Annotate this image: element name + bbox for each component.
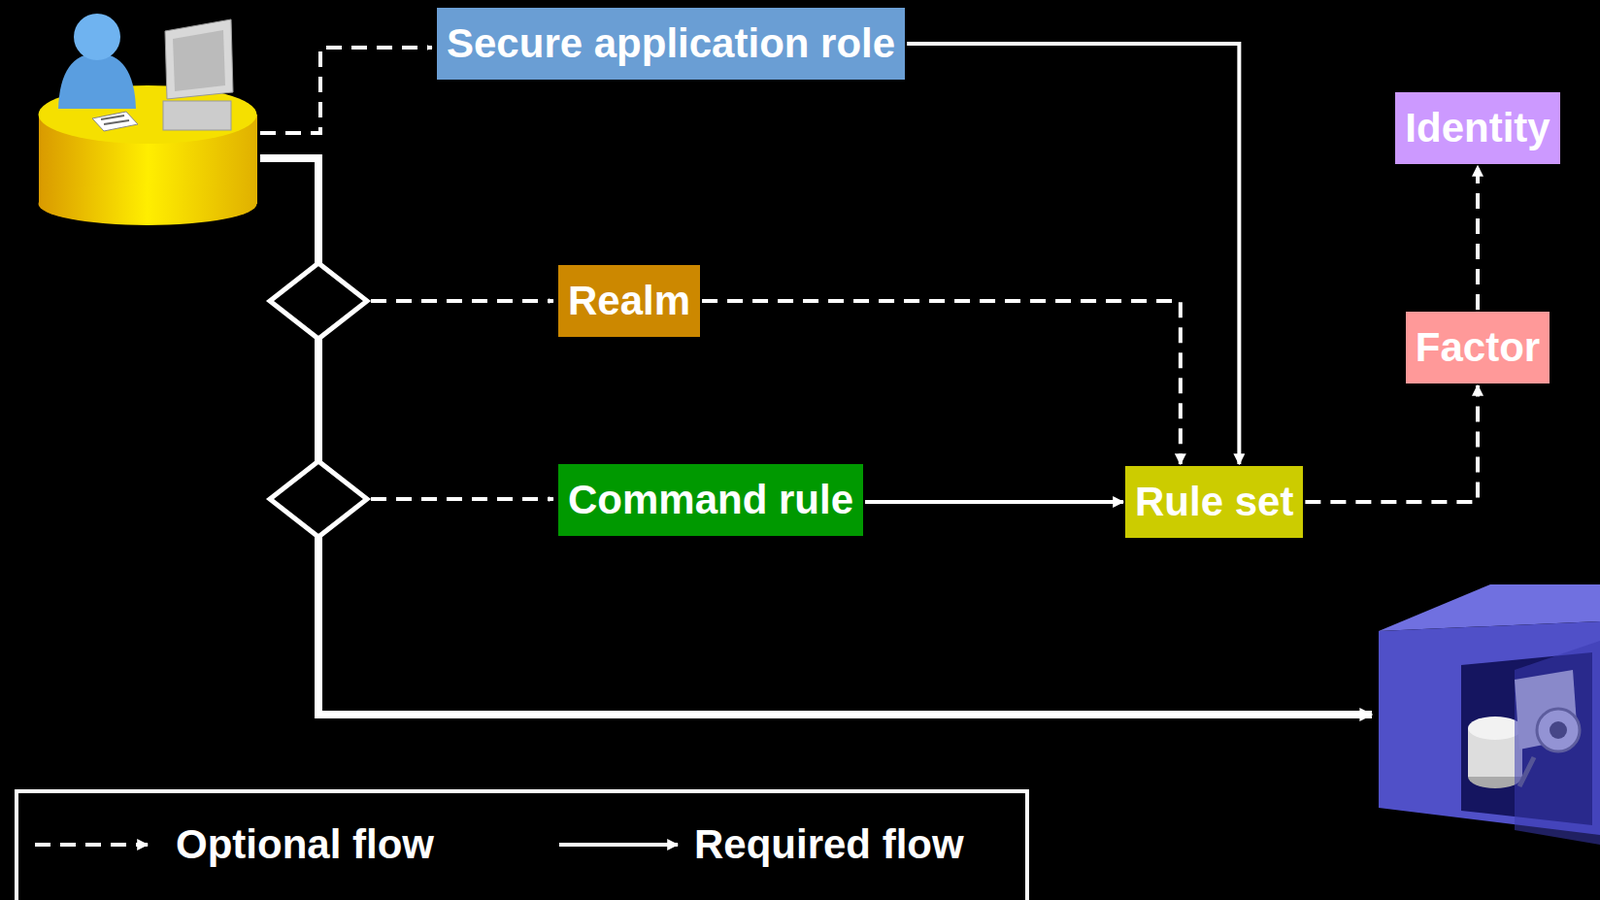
process-box: Identity [1395,92,1560,165]
required-flow-connector [906,43,1239,465]
legend-label: Optional flow [175,821,434,868]
safe-cylinder [1467,716,1523,740]
process-box: Command rule [558,464,864,536]
box-label: Factor [1415,327,1540,368]
safe-door [1514,640,1600,845]
legend-label: Required flow [694,821,965,868]
optional-flow-line [260,47,433,134]
legend-entry: Optional flow [175,815,434,874]
legend-entry: Required flow [694,815,965,874]
box-label: Identity [1404,107,1550,149]
person-body [58,53,136,109]
safe-icon [1378,584,1600,845]
optional-flow-connector [1304,385,1478,502]
process-box: Realm [558,265,700,337]
required-flow-connector [865,500,1124,504]
decision-diamond [269,263,367,339]
person-head [73,13,121,61]
computer-base [163,100,232,131]
optional-flow-line [370,299,554,303]
box-label: Realm [567,280,691,322]
box-label: Rule set [1134,481,1294,523]
required-flow-line [260,158,319,264]
required-flow-line [318,536,1372,715]
paper-line [100,115,125,120]
box-label: Command rule [567,479,854,521]
required-flow-line [314,338,323,462]
process-box: Factor [1405,311,1550,384]
user-icon [38,13,259,226]
paper [92,111,138,132]
legend-line-sample [34,842,148,847]
monitor [165,19,234,100]
optional-flow-line [370,497,554,501]
legend-frame [16,791,1028,900]
decision-diamond [269,461,367,537]
process-box: Rule set [1125,466,1303,538]
legend-line-sample [559,842,678,847]
optional-flow-connector [701,300,1181,465]
desk-bottom [38,182,258,226]
box-label: Secure application role [446,23,896,65]
paper-line [103,120,130,125]
monitor-screen [172,30,226,92]
process-box: Secure application role [436,7,905,80]
optional-flow-connector [1475,166,1480,310]
